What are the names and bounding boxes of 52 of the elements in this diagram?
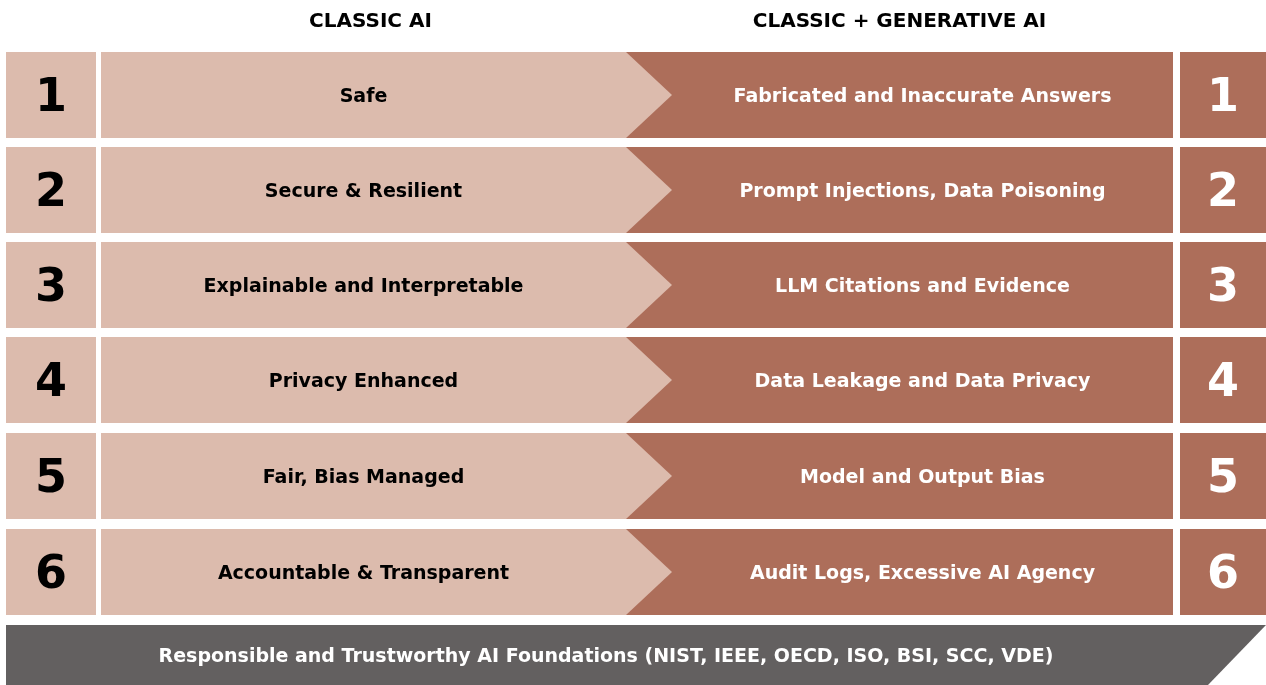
- row-number: 4: [35, 353, 67, 407]
- risk-label: Data Leakage and Data Privacy: [754, 369, 1091, 391]
- number-tile: [6, 529, 96, 615]
- row-number: 6: [1207, 545, 1239, 599]
- column-heading: CLASSIC AI: [308, 8, 433, 32]
- number-tile: [1180, 52, 1266, 138]
- row-number: 2: [35, 163, 67, 217]
- chevron-band: [101, 242, 672, 328]
- number-tile: [6, 52, 96, 138]
- risk-band: [626, 529, 1173, 615]
- risk-label: Fabricated and Inaccurate Answers: [733, 84, 1112, 106]
- risk-band: [626, 242, 1173, 328]
- row-number: 3: [1207, 258, 1239, 312]
- row-number: 5: [35, 449, 67, 503]
- risk-band: [626, 433, 1173, 519]
- chevron-band: [101, 52, 672, 138]
- chevron-band: [101, 147, 672, 233]
- number-tile: [1180, 529, 1266, 615]
- number-tile: [6, 242, 96, 328]
- principle-label: Fair, Bias Managed: [262, 465, 465, 487]
- principle-label: Explainable and Interpretable: [203, 274, 524, 296]
- risk-label: LLM Citations and Evidence: [775, 274, 1070, 296]
- row-number: 2: [1207, 163, 1239, 217]
- number-tile: [6, 337, 96, 423]
- risk-label: Prompt Injections, Data Poisoning: [739, 179, 1106, 201]
- risk-label: Model and Output Bias: [800, 465, 1045, 487]
- number-tile: [6, 147, 96, 233]
- number-tile: [1180, 242, 1266, 328]
- risk-band: [626, 147, 1173, 233]
- row-number: 1: [35, 68, 67, 122]
- column-heading: CLASSIC + GENERATIVE AI: [751, 8, 1048, 32]
- row-number: 4: [1207, 353, 1239, 407]
- risk-band: [626, 52, 1173, 138]
- number-tile: [1180, 337, 1266, 423]
- chevron-band: [101, 529, 672, 615]
- number-tile: [1180, 433, 1266, 519]
- risk-label: Audit Logs, Excessive AI Agency: [749, 561, 1096, 583]
- row-number: 1: [1207, 68, 1239, 122]
- chevron-band: [101, 337, 672, 423]
- chevron-band: [101, 433, 672, 519]
- principle-label: Secure & Resilient: [264, 179, 463, 201]
- number-tile: [6, 433, 96, 519]
- principle-label: Accountable & Transparent: [217, 561, 510, 583]
- row-number: 5: [1207, 449, 1239, 503]
- risk-band: [626, 337, 1173, 423]
- foundation-label: Responsible and Trustworthy AI Foundations (NIST, IEEE, OECD, ISO, BSI, SCC, VDE): [158, 644, 1054, 666]
- principle-label: Privacy Enhanced: [268, 369, 459, 391]
- principle-label: Safe: [339, 84, 388, 106]
- foundation-band: [6, 625, 1266, 685]
- number-tile: [1180, 147, 1266, 233]
- row-number: 6: [35, 545, 67, 599]
- row-number: 3: [35, 258, 67, 312]
